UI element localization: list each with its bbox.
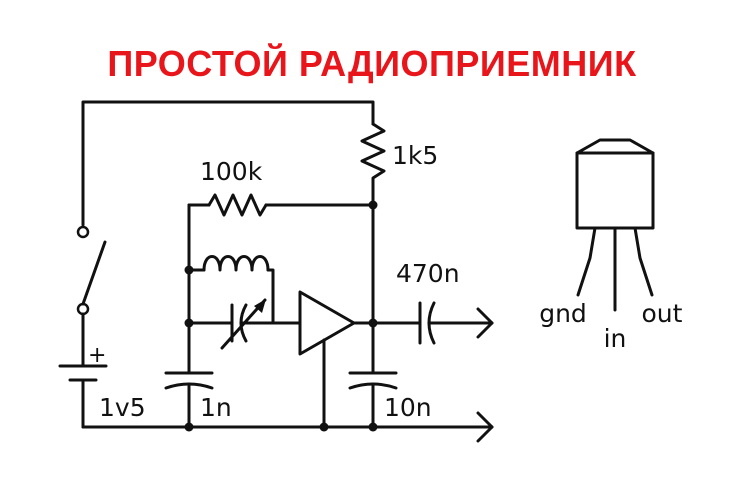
varcap-arrow-head bbox=[254, 299, 266, 313]
label-capacitor-tank: 1n bbox=[200, 393, 232, 422]
switch-contact-top bbox=[76, 225, 90, 239]
label-battery-polarity: + bbox=[88, 343, 106, 368]
inductor-coil bbox=[202, 255, 270, 272]
junction-dot bbox=[319, 422, 329, 432]
pin-out bbox=[633, 226, 654, 297]
amplifier bbox=[298, 290, 356, 356]
junction-dot bbox=[184, 422, 194, 432]
junction-dot bbox=[368, 200, 378, 210]
label-pin-gnd: gnd bbox=[539, 299, 587, 328]
pin-gnd bbox=[576, 226, 597, 297]
output-arrow bbox=[476, 307, 494, 339]
label-capacitor-bypass: 10n bbox=[384, 393, 432, 422]
page-title: ПРОСТОЙ РАДИОПРИЕМНИК bbox=[107, 42, 637, 84]
label-resistor-feedback: 100k bbox=[200, 157, 263, 186]
resistor-load bbox=[360, 122, 386, 188]
coil-wire-right bbox=[266, 268, 275, 325]
junction-dot bbox=[184, 265, 194, 275]
package-top bbox=[575, 138, 655, 155]
junction-dot bbox=[368, 318, 378, 328]
transistor-package: gnd in out bbox=[539, 138, 683, 353]
label-resistor-load: 1k5 bbox=[392, 141, 438, 170]
circuit-diagram: 1k5 100k 470n 1 bbox=[58, 100, 494, 443]
ground-arrow bbox=[476, 411, 494, 443]
junction-dot bbox=[184, 318, 194, 328]
switch-lever bbox=[81, 240, 107, 306]
label-capacitor-output: 470n bbox=[396, 259, 460, 288]
resistor-feedback bbox=[207, 193, 268, 217]
label-pin-out: out bbox=[642, 299, 683, 328]
junction-dot bbox=[368, 422, 378, 432]
label-pin-in: in bbox=[604, 324, 627, 353]
label-battery: 1v5 bbox=[99, 393, 146, 422]
package-body bbox=[575, 151, 655, 230]
top-supply-wire bbox=[81, 100, 375, 227]
